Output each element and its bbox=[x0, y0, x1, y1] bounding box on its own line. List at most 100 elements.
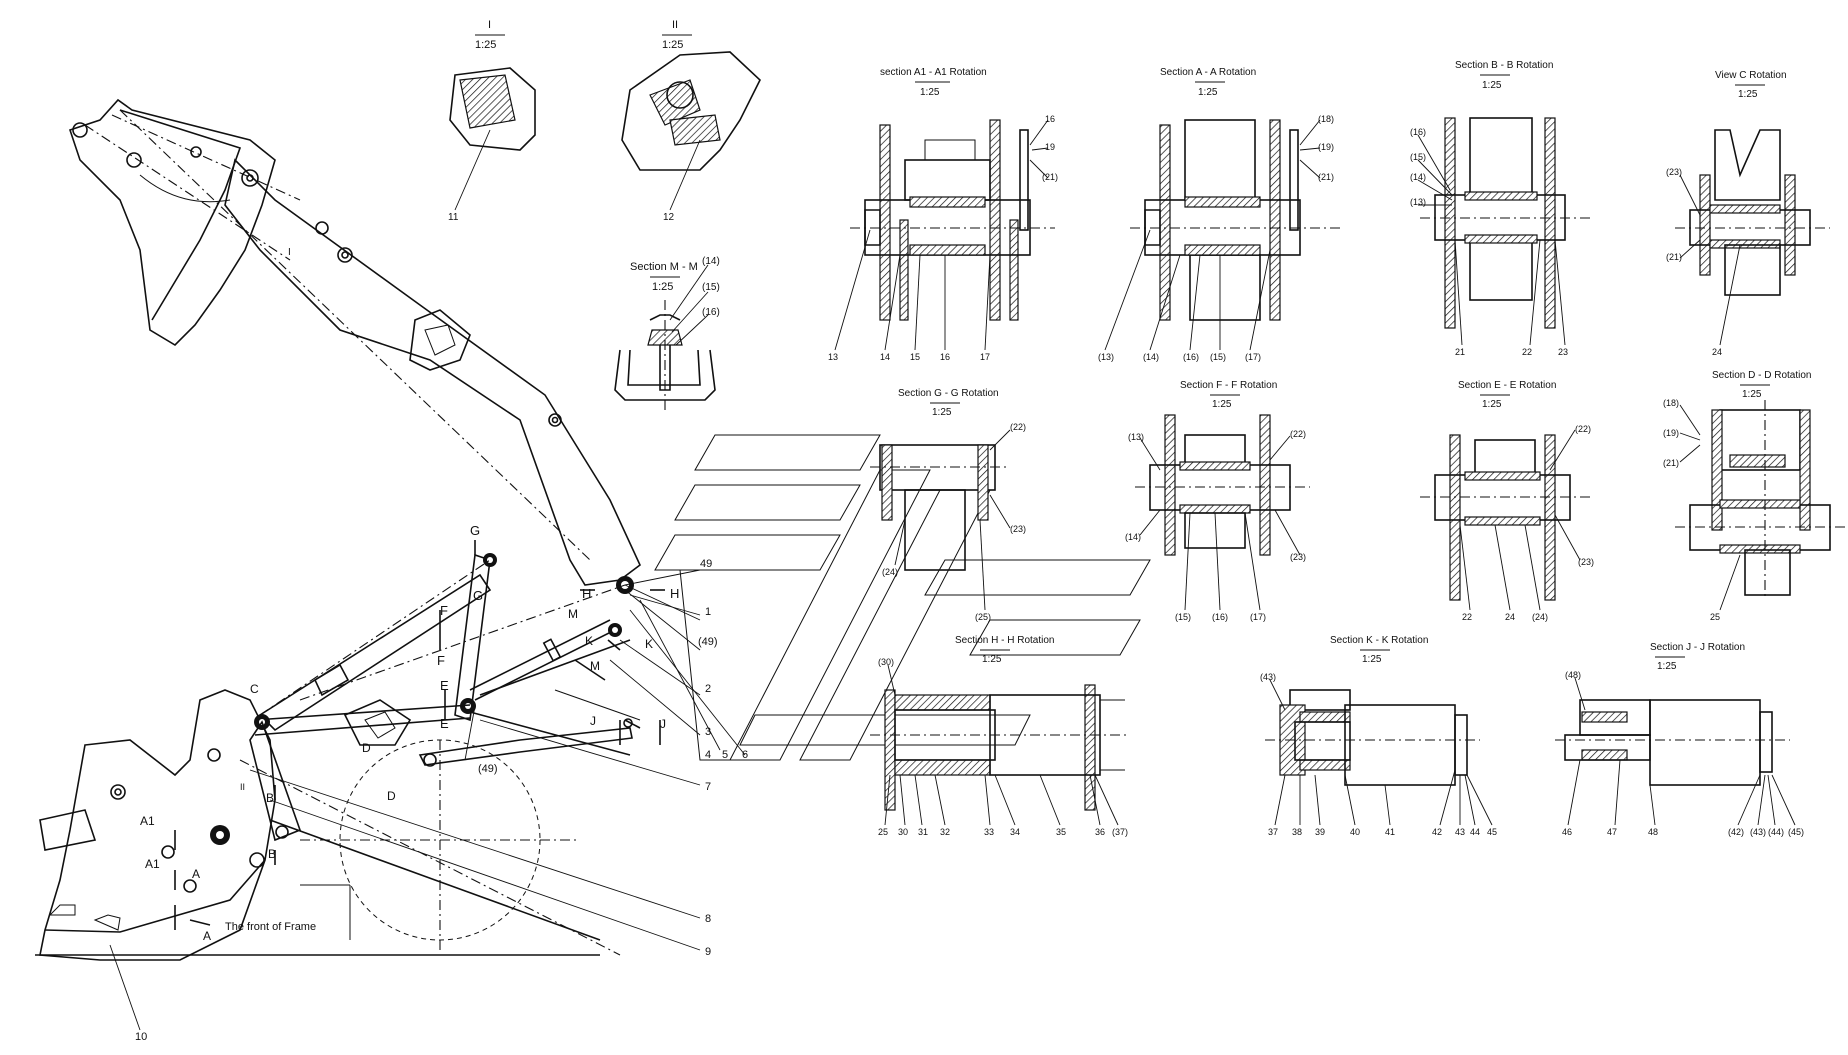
section-ee-part-22b: 22 bbox=[1462, 612, 1472, 622]
section-ff-part-17: (17) bbox=[1250, 612, 1266, 622]
section-letter-b-top: B bbox=[266, 791, 274, 805]
main-linkage-view: G G F F E E H H M M K K J J D D C B B A1… bbox=[35, 98, 748, 1043]
section-a1-scale: 1:25 bbox=[920, 87, 940, 98]
part-49-lower: (49) bbox=[478, 763, 498, 775]
part-1: 1 bbox=[705, 606, 711, 618]
section-a1-part-19: 19 bbox=[1045, 142, 1055, 152]
section-letter-k-right: K bbox=[645, 637, 653, 651]
raised-bucket-outline bbox=[68, 98, 301, 347]
section-aa-part-21: (21) bbox=[1318, 172, 1334, 182]
section-hh-part-33: 33 bbox=[984, 827, 994, 837]
section-jj-part-42: (42) bbox=[1728, 827, 1744, 837]
detail-marker-i: I bbox=[288, 247, 291, 258]
section-kk-part-41: 41 bbox=[1385, 827, 1395, 837]
section-aa: Section A - A Rotation 1:25 (18) (19) (2… bbox=[1098, 67, 1340, 362]
section-hh-part-30b: 30 bbox=[898, 827, 908, 837]
section-ff-part-13: (13) bbox=[1128, 432, 1144, 442]
section-ee-part-24b: (24) bbox=[1532, 612, 1548, 622]
section-hh: Section H - H Rotation 1:25 (30) 25 30 3… bbox=[870, 635, 1130, 837]
section-hh-part-37: (37) bbox=[1112, 827, 1128, 837]
part-49-top: 49 bbox=[700, 558, 712, 570]
section-jj-scale: 1:25 bbox=[1657, 661, 1677, 672]
section-hh-part-36: 36 bbox=[1095, 827, 1105, 837]
section-bb-part-23: 23 bbox=[1558, 347, 1568, 357]
section-kk-part-40: 40 bbox=[1350, 827, 1360, 837]
part-5: 5 bbox=[722, 749, 728, 761]
section-a1-part-17: 17 bbox=[980, 352, 990, 362]
section-aa-part-14: (14) bbox=[1143, 352, 1159, 362]
detail-i-part-11: 11 bbox=[448, 212, 459, 223]
section-bb-scale: 1:25 bbox=[1482, 80, 1502, 91]
section-aa-title: Section A - A Rotation bbox=[1160, 67, 1256, 78]
section-gg-scale: 1:25 bbox=[932, 407, 952, 418]
section-a1-part-21: (21) bbox=[1042, 172, 1058, 182]
detail-i-scale: 1:25 bbox=[475, 39, 496, 51]
section-ff-part-15: (15) bbox=[1175, 612, 1191, 622]
section-jj-part-46: 46 bbox=[1562, 827, 1572, 837]
section-dd-part-18: (18) bbox=[1663, 398, 1679, 408]
detail-marker-ii: II bbox=[240, 782, 245, 792]
section-letter-d-top: D bbox=[362, 741, 371, 755]
section-ee-part-24: 24 bbox=[1505, 612, 1515, 622]
section-dd-title: Section D - D Rotation bbox=[1712, 370, 1812, 381]
section-jj-part-45: (45) bbox=[1788, 827, 1804, 837]
section-kk-part-37: 37 bbox=[1268, 827, 1278, 837]
section-gg-part-23: (23) bbox=[1010, 524, 1026, 534]
section-mm-part-16: (16) bbox=[702, 307, 720, 318]
section-ee-part-22: (22) bbox=[1575, 424, 1591, 434]
section-letter-h-right: H bbox=[670, 586, 679, 601]
detail-i: I 1:25 11 bbox=[448, 19, 536, 223]
section-mm: Section M - M 1:25 (14) (15) (16) bbox=[614, 256, 720, 410]
section-letter-a: A bbox=[203, 929, 211, 943]
boom-arm bbox=[119, 109, 641, 594]
section-aa-part-18: (18) bbox=[1318, 114, 1334, 124]
section-a1: section A1 - A1 Rotation 1:25 16 19 (21)… bbox=[828, 67, 1058, 362]
section-letter-g-top: G bbox=[470, 523, 480, 538]
view-c-scale: 1:25 bbox=[1738, 89, 1758, 100]
section-ff: Section F - F Rotation 1:25 (13) (22) (2… bbox=[1125, 380, 1310, 622]
section-ff-title: Section F - F Rotation bbox=[1180, 380, 1277, 391]
part-2: 2 bbox=[705, 683, 711, 695]
section-letter-h-left: H bbox=[582, 586, 591, 601]
section-kk-part-43: (43) bbox=[1260, 672, 1276, 682]
part-9: 9 bbox=[705, 946, 711, 958]
section-ee-scale: 1:25 bbox=[1482, 399, 1502, 410]
section-mm-title: Section M - M bbox=[630, 261, 698, 273]
section-bb-part-22: 22 bbox=[1522, 347, 1532, 357]
section-letter-e: E bbox=[440, 716, 449, 731]
section-a1-part-16: 16 bbox=[1045, 114, 1055, 124]
section-gg-part-24: (24) bbox=[882, 567, 898, 577]
section-bb-part-14: (14) bbox=[1410, 172, 1426, 182]
section-kk-part-44: 44 bbox=[1470, 827, 1480, 837]
section-kk-scale: 1:25 bbox=[1362, 654, 1382, 665]
section-kk-part-45: 45 bbox=[1487, 827, 1497, 837]
section-a1-part-16b: 16 bbox=[940, 352, 950, 362]
section-dd: Section D - D Rotation 1:25 (18) (19) (2… bbox=[1663, 370, 1845, 622]
part-8: 8 bbox=[705, 913, 711, 925]
section-a1-title: section A1 - A1 Rotation bbox=[880, 67, 987, 78]
section-letter-j-left: J bbox=[590, 714, 596, 728]
section-gg-part-25: (25) bbox=[975, 612, 991, 622]
main-leaders bbox=[109, 569, 746, 1031]
section-dd-part-19: (19) bbox=[1663, 428, 1679, 438]
section-letter-f-top: F bbox=[440, 603, 448, 618]
section-kk-title: Section K - K Rotation bbox=[1330, 635, 1428, 646]
section-kk-part-42: 42 bbox=[1432, 827, 1442, 837]
section-ff-part-23: (23) bbox=[1290, 552, 1306, 562]
section-dd-part-21: (21) bbox=[1663, 458, 1679, 468]
section-bb-title: Section B - B Rotation bbox=[1455, 60, 1553, 71]
section-letter-d: D bbox=[387, 789, 396, 803]
section-cut-lines bbox=[174, 540, 665, 930]
section-hh-scale: 1:25 bbox=[982, 654, 1002, 665]
section-kk-part-38: 38 bbox=[1292, 827, 1302, 837]
rocker-and-tilt-cylinder bbox=[259, 553, 641, 756]
section-letter-e-top: E bbox=[440, 678, 449, 693]
section-mm-part-14: (14) bbox=[702, 256, 720, 267]
section-hh-part-35: 35 bbox=[1056, 827, 1066, 837]
section-mm-part-15: (15) bbox=[702, 282, 720, 293]
section-aa-part-13: (13) bbox=[1098, 352, 1114, 362]
view-c-part-24: 24 bbox=[1712, 347, 1722, 357]
section-letter-g: G bbox=[473, 588, 483, 603]
detail-ii-title: II bbox=[672, 19, 678, 31]
